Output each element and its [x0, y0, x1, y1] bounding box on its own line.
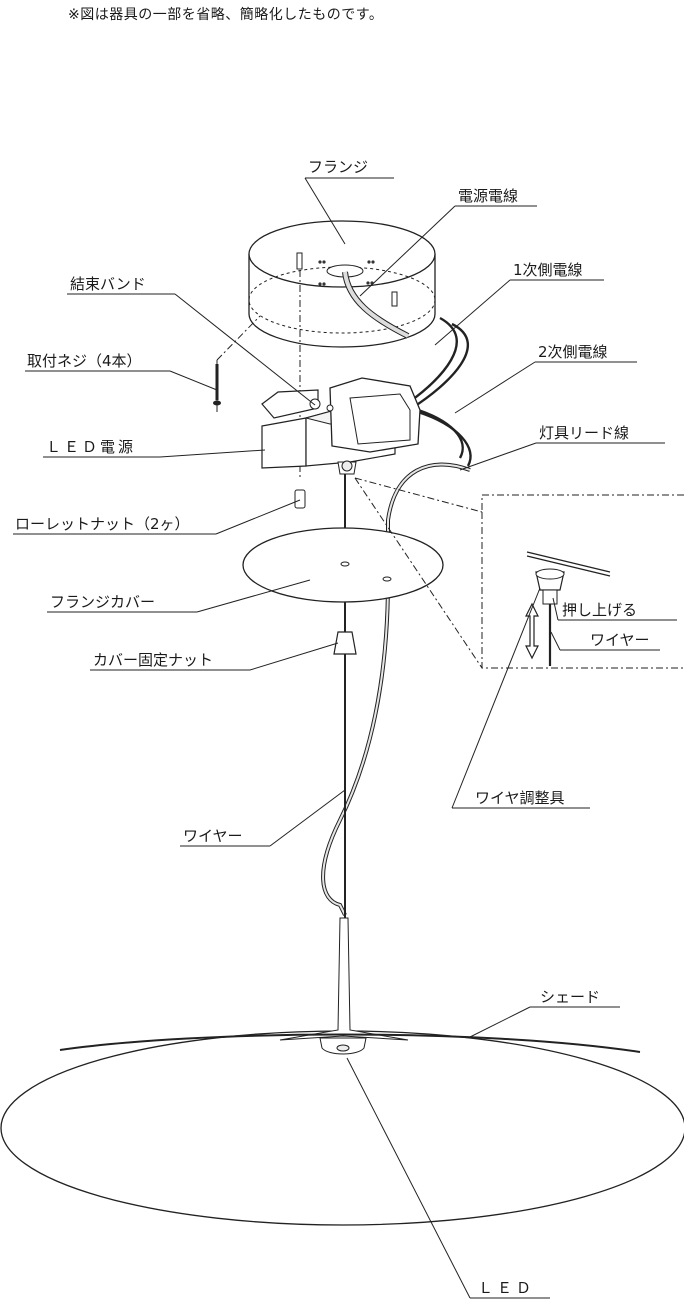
figure-note: ※図は器具の一部を省略、簡略化したものです。	[68, 7, 384, 23]
label-flange: フランジ	[308, 158, 368, 176]
label-power-cable: 電源電線	[458, 187, 518, 205]
label-push-up: 押し上げる	[562, 601, 637, 619]
label-wire-detail: ワイヤー	[590, 631, 650, 649]
mounting-screw	[213, 364, 221, 406]
label-binding-band: 結束バンド	[70, 275, 146, 293]
label-shade: シェード	[540, 988, 600, 1006]
label-led: ＬＥＤ	[478, 1279, 535, 1297]
knurled-nut	[294, 489, 306, 509]
label-fixture-lead: 灯具リード線	[539, 424, 629, 442]
label-wire: ワイヤー	[183, 827, 243, 845]
label-knurled-nut: ローレットナット（2ヶ）	[15, 515, 190, 533]
flange	[248, 220, 436, 348]
label-cover-nut: カバー固定ナット	[93, 651, 213, 669]
label-led-power: ＬＥＤ電源	[46, 438, 136, 456]
label-primary-cable: 1次側電線	[513, 261, 583, 279]
label-flange-cover: フランジカバー	[50, 593, 155, 611]
label-wire-adjuster: ワイヤ調整具	[475, 789, 565, 807]
label-mount-screw: 取付ネジ（4本）	[27, 352, 142, 370]
shade	[0, 917, 684, 1226]
led-power-unit	[261, 377, 421, 475]
cover-fixing-nut	[333, 631, 357, 655]
primary-secondary-cables	[407, 316, 472, 467]
label-secondary-cable: 2次側電線	[538, 343, 608, 361]
